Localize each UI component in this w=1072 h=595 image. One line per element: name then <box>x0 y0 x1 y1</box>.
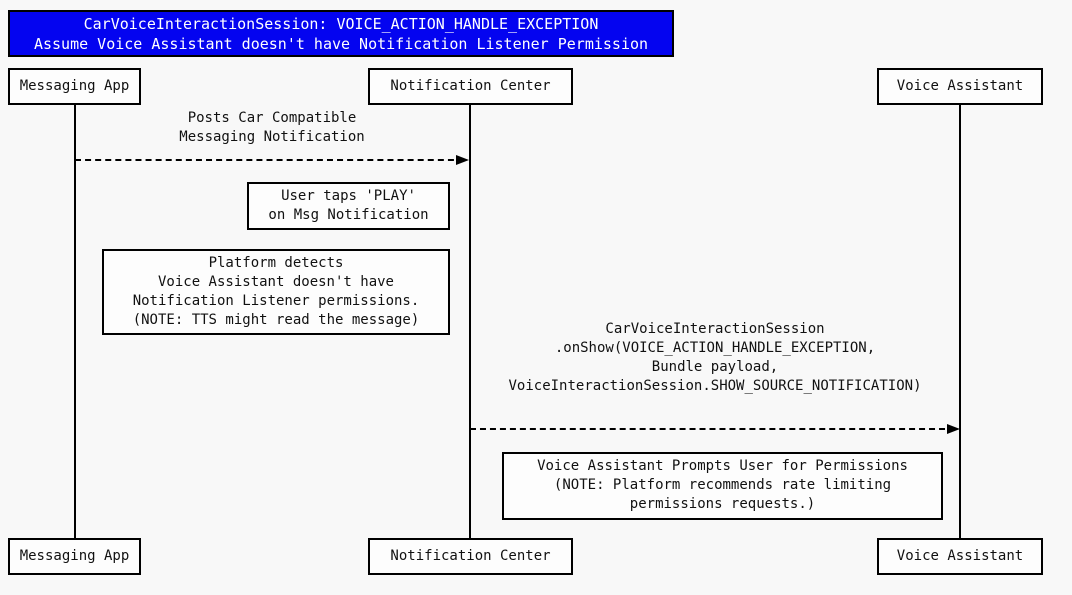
message-arrow-onshow <box>470 423 960 435</box>
arrowhead-icon <box>456 155 469 165</box>
message-label-posts-notification: Posts Car Compatible Messaging Notificat… <box>179 110 365 145</box>
dashed-line <box>470 428 955 430</box>
note-permission-prompt: Voice Assistant Prompts User for Permiss… <box>502 452 943 520</box>
participant-messaging-app-top: Messaging App <box>8 68 141 105</box>
participant-notification-center-bottom: Notification Center <box>368 538 573 575</box>
arrowhead-icon <box>947 424 960 434</box>
diagram-title: CarVoiceInteractionSession: VOICE_ACTION… <box>8 10 674 57</box>
dashed-line <box>75 159 464 161</box>
participant-voice-assistant-bottom: Voice Assistant <box>877 538 1043 575</box>
lifeline-notification-center <box>469 105 471 538</box>
lifeline-voice-assistant <box>959 105 961 538</box>
message-label-onshow: CarVoiceInteractionSession .onShow(VOICE… <box>508 321 922 394</box>
note-user-taps-play: User taps 'PLAY' on Msg Notification <box>247 182 450 230</box>
participant-voice-assistant-top: Voice Assistant <box>877 68 1043 105</box>
lifeline-messaging-app <box>74 105 76 538</box>
participant-messaging-app-bottom: Messaging App <box>8 538 141 575</box>
note-platform-detects: Platform detects Voice Assistant doesn't… <box>102 249 450 335</box>
participant-notification-center-top: Notification Center <box>368 68 573 105</box>
message-arrow-posts-notification <box>75 154 469 166</box>
